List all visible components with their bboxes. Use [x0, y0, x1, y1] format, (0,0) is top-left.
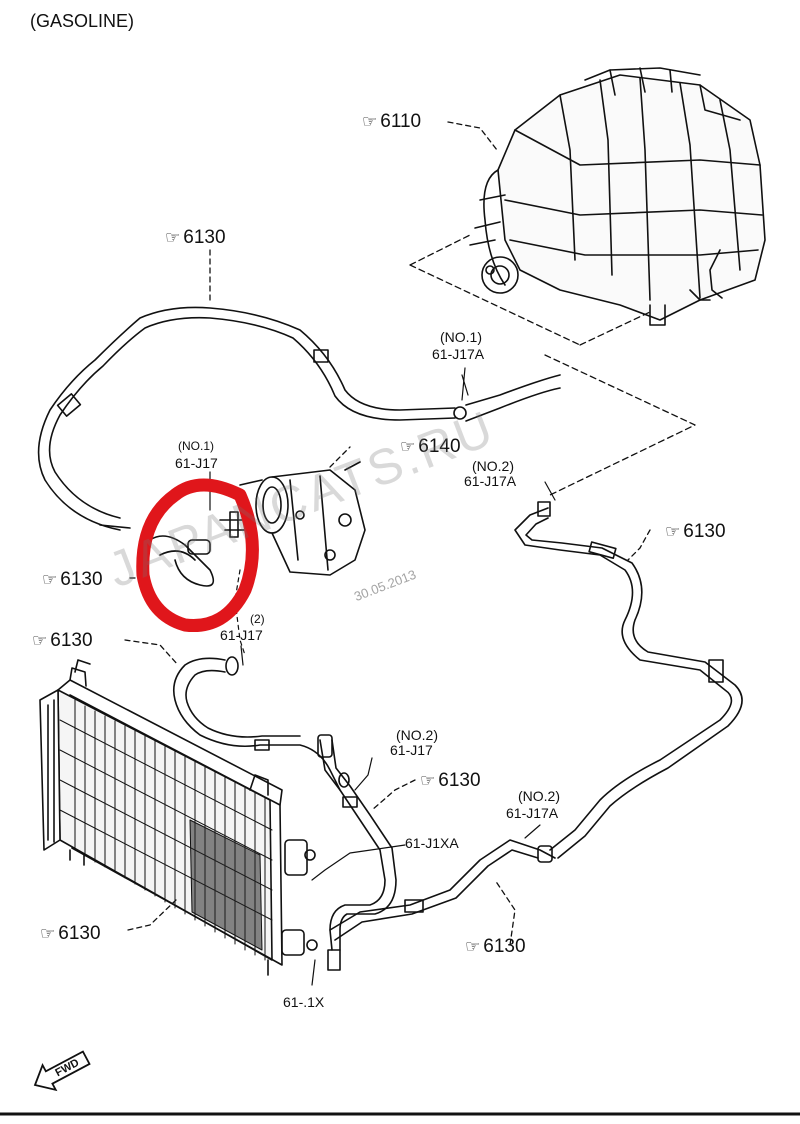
callout-hose-left[interactable]: ☞6130	[42, 570, 103, 589]
callout-number: 6130	[50, 630, 93, 651]
condenser	[39, 659, 318, 976]
callout-hose-top[interactable]: ☞6130	[165, 228, 226, 247]
callout-heater-unit[interactable]: ☞6110	[362, 112, 421, 131]
hose-left	[172, 656, 341, 791]
pointing-hand-icon: ☞	[400, 437, 416, 457]
part-tag: (NO.2)	[518, 788, 560, 804]
highlight-circle	[136, 478, 259, 633]
callout-number: 6130	[483, 936, 526, 957]
callout-number: 6110	[380, 111, 422, 132]
callout-number: 6140	[418, 436, 461, 457]
callout-number: 6130	[438, 770, 481, 791]
callout-number: 6130	[58, 923, 101, 944]
pointing-hand-icon: ☞	[42, 570, 58, 590]
pointing-hand-icon: ☞	[32, 631, 48, 651]
heater-unit	[469, 67, 766, 326]
pipe-lower	[327, 839, 556, 971]
callout-pipe-mid[interactable]: ☞6130	[420, 771, 481, 790]
callout-number: 6130	[683, 521, 726, 542]
part-code[interactable]: 61-J17	[390, 742, 433, 758]
hose-top	[37, 306, 561, 531]
pointing-hand-icon: ☞	[665, 522, 681, 542]
part-code[interactable]: 61-J17	[220, 627, 263, 643]
callout-pipe-right[interactable]: ☞6130	[665, 522, 726, 541]
callout-pipe-lower[interactable]: ☞6130	[465, 937, 526, 956]
callout-number: 6130	[183, 227, 226, 248]
callout-number: 6130	[60, 569, 103, 590]
pointing-hand-icon: ☞	[362, 112, 378, 132]
pointing-hand-icon: ☞	[40, 924, 56, 944]
part-code[interactable]: 61-J17A	[464, 473, 517, 489]
callout-condenser[interactable]: ☞6130	[40, 924, 101, 943]
part-tag: (NO.2)	[472, 458, 514, 474]
part-code[interactable]: 61-.1X	[283, 994, 325, 1010]
pointing-hand-icon: ☞	[465, 937, 481, 957]
compressor-hoses	[149, 511, 246, 656]
part-tag: (NO.1)	[440, 329, 482, 345]
compressor	[239, 446, 366, 576]
part-code[interactable]: 61-J1XA	[405, 835, 459, 851]
callout-compressor[interactable]: ☞6140	[400, 437, 461, 456]
part-code[interactable]: 61-J17A	[506, 805, 559, 821]
part-tag: (2)	[250, 612, 265, 626]
pointing-hand-icon: ☞	[165, 228, 181, 248]
part-tag: (NO.2)	[396, 727, 438, 743]
part-code[interactable]: 61-J17A	[432, 346, 485, 362]
page-title: (GASOLINE)	[30, 11, 135, 31]
part-code[interactable]: 61-J17	[175, 455, 218, 471]
callout-hose-left2[interactable]: ☞6130	[32, 631, 93, 650]
pipe-right	[514, 501, 743, 859]
pointing-hand-icon: ☞	[420, 771, 436, 791]
part-tag: (NO.1)	[178, 439, 214, 453]
